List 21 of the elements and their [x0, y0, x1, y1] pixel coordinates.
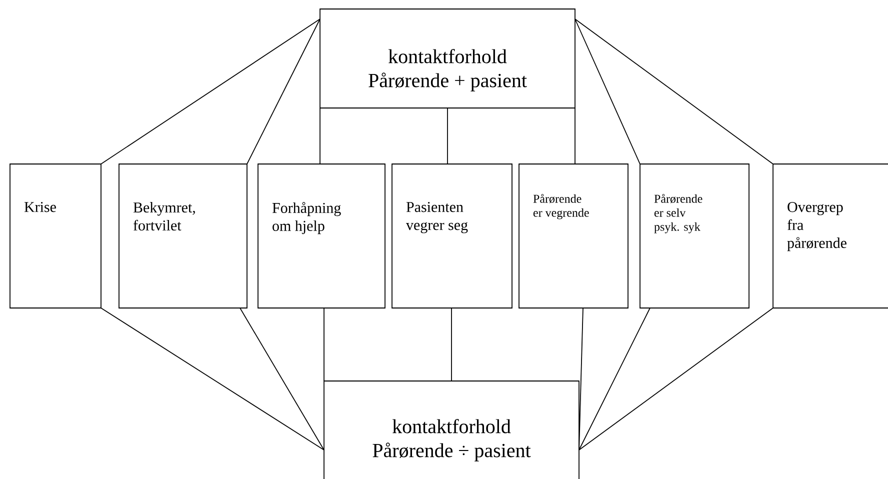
connector-line [100, 18, 320, 164]
concept-box: Overgrep fra pårørende [772, 164, 888, 308]
connector-line [240, 308, 324, 450]
concept-box: Pårørende er selv psyk. syk [640, 164, 750, 308]
connector-line [574, 18, 640, 164]
connector-line [451, 308, 452, 382]
connector-line [578, 308, 584, 450]
connector-line [578, 308, 774, 450]
connector-line [447, 108, 448, 164]
concept-box: Bekymret, fortvilet [118, 164, 248, 308]
connector-line [574, 18, 774, 164]
connector-line [578, 308, 650, 450]
connector-line [246, 18, 320, 164]
concept-box: kontaktforhold Pårørende + pasient [320, 8, 576, 108]
connector-line [100, 308, 324, 450]
concept-box: Pårørende er vegrende [518, 164, 628, 308]
concept-box: Pasienten vegrer seg [392, 164, 512, 308]
concept-box: kontaktforhold Pårørende ÷ pasient [324, 380, 580, 479]
concept-box: Krise [10, 164, 102, 308]
concept-box: Forhåpning om hjelp [258, 164, 386, 308]
connector-line [574, 108, 576, 164]
